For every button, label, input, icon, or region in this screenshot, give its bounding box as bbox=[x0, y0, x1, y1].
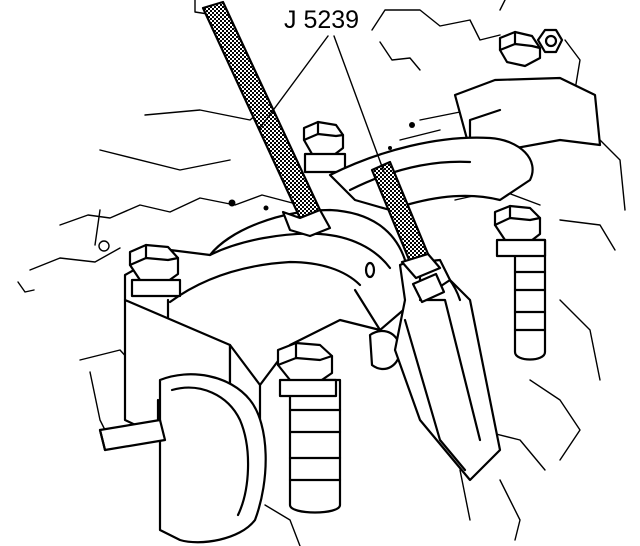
tool-callout: J 5239 bbox=[259, 6, 385, 173]
right-bolt-head bbox=[493, 204, 547, 258]
left-bolt-head bbox=[128, 243, 182, 298]
tool-callout-label: J 5239 bbox=[284, 6, 359, 34]
rear-bolt-head bbox=[498, 28, 564, 68]
crankshaft-journal bbox=[328, 136, 534, 212]
right-bolt-column bbox=[513, 238, 547, 361]
guide-tool-small bbox=[370, 160, 446, 304]
center-bolt-head bbox=[302, 120, 347, 174]
crankshaft-front-journal bbox=[98, 373, 267, 544]
front-bolt-head bbox=[276, 341, 338, 398]
connecting-rod bbox=[393, 258, 502, 482]
guide-tool-large bbox=[201, 0, 332, 238]
front-bolt-column bbox=[288, 378, 342, 514]
